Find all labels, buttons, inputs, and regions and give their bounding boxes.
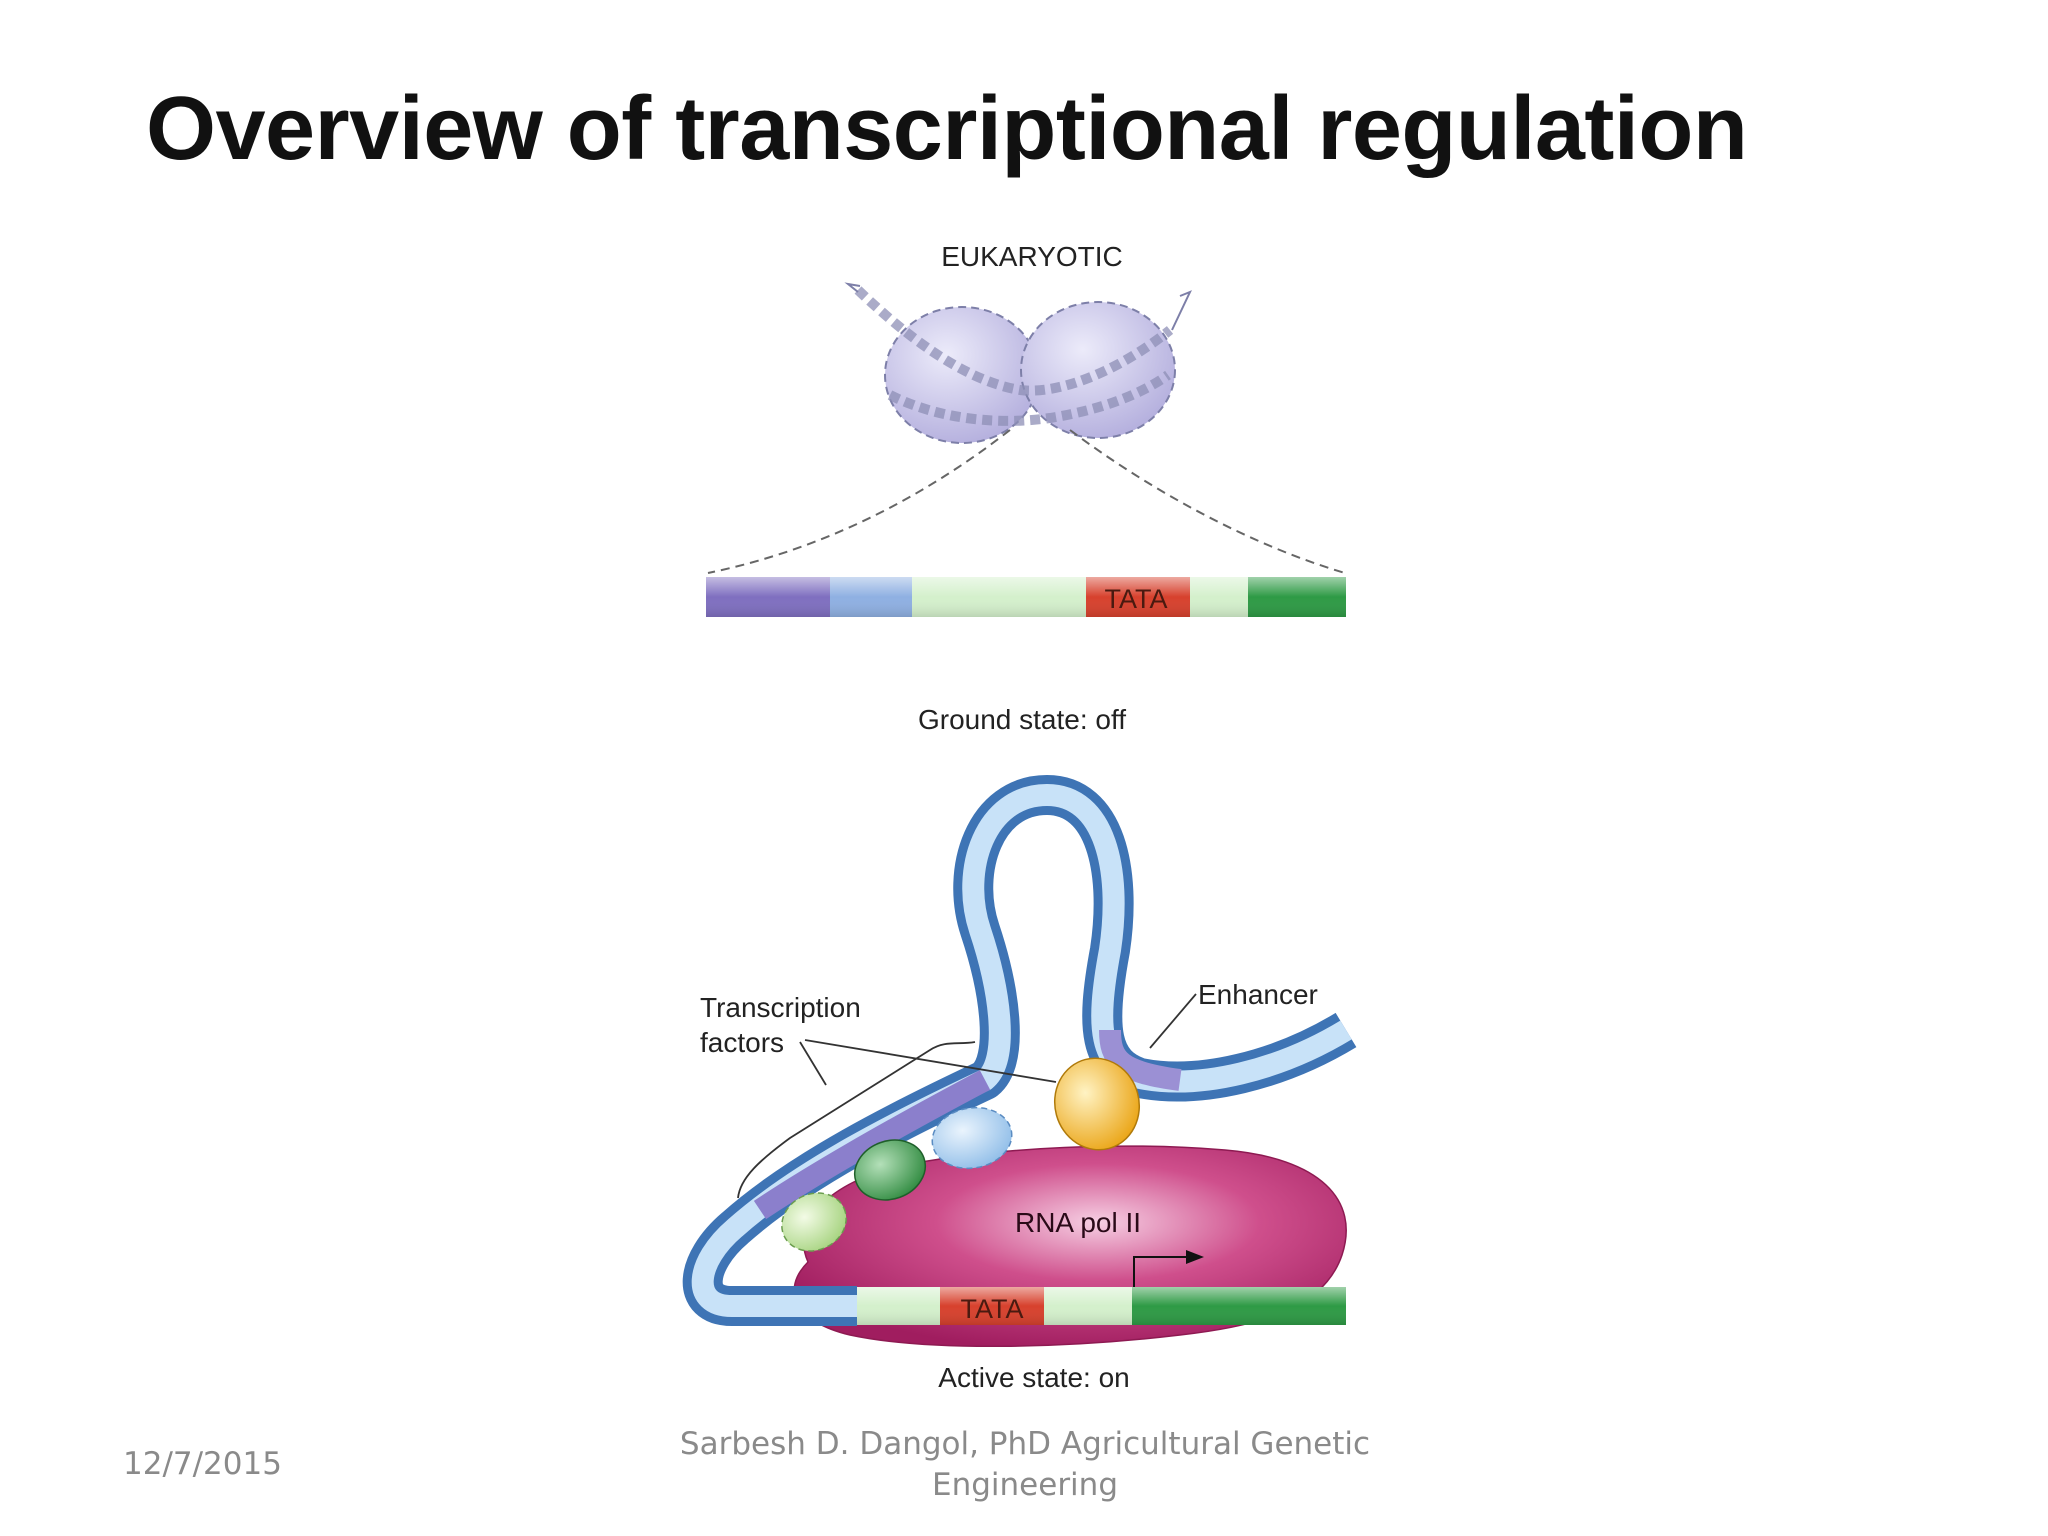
tf-label-line2: factors [700,1027,784,1058]
footer-credit: Sarbesh D. Dangol, PhD Agricultural Gene… [650,1424,1400,1506]
nucleosome-pair [844,282,1192,444]
rna-pol-label: RNA pol II [1015,1207,1141,1238]
tf-dark-green [853,1139,927,1201]
activator-yellow [1053,1057,1141,1151]
tf-light-blue [931,1106,1013,1170]
tube-segment-purple-upper [753,1070,991,1220]
tata-label-top: TATA [1105,584,1168,614]
zoom-line-left [707,429,1011,574]
zoom-line-right [1069,429,1346,574]
tf-bracket [737,1041,976,1199]
footer-date: 12/7/2015 [123,1446,282,1482]
active-state-panel: RNA pol II TATA Transcription factors [682,775,1357,1393]
dna-bar-ground: TATA [706,577,1346,617]
footer-credit-line1: Sarbesh D. Dangol, PhD Agricultural Gene… [679,1426,1371,1462]
tube-segment-purple-enhancer [1099,1029,1182,1091]
ground-state-panel: EUKARYOTIC TATA Ground state: off [706,241,1346,735]
dna-end-left [844,282,861,293]
arrow-head [1186,1250,1204,1264]
transcription-start-arrow [1133,1256,1190,1287]
bar-shading [706,577,1346,617]
eukaryotic-heading: EUKARYOTIC [941,241,1123,272]
wrapped-dna-2 [887,370,1171,426]
wrapped-dna [854,286,1174,396]
ground-state-caption: Ground state: off [918,704,1126,735]
tf-pointer-line [804,1039,1057,1083]
dna-bar-active: TATA [857,1287,1346,1325]
tata-label-bottom: TATA [961,1294,1024,1324]
tf-label-line1: Transcription [700,992,861,1023]
tf-leader-line [799,1041,827,1086]
enhancer-leader-line [1149,993,1197,1049]
active-bar-shading [857,1287,1346,1325]
dna-end-right [1171,290,1192,331]
footer-credit-line2: Engineering [932,1467,1118,1503]
enhancer-label: Enhancer [1198,979,1318,1010]
tf-light-green [781,1192,847,1252]
active-state-caption: Active state: on [938,1362,1129,1393]
slide-title: Overview of transcriptional regulation [146,79,1748,179]
